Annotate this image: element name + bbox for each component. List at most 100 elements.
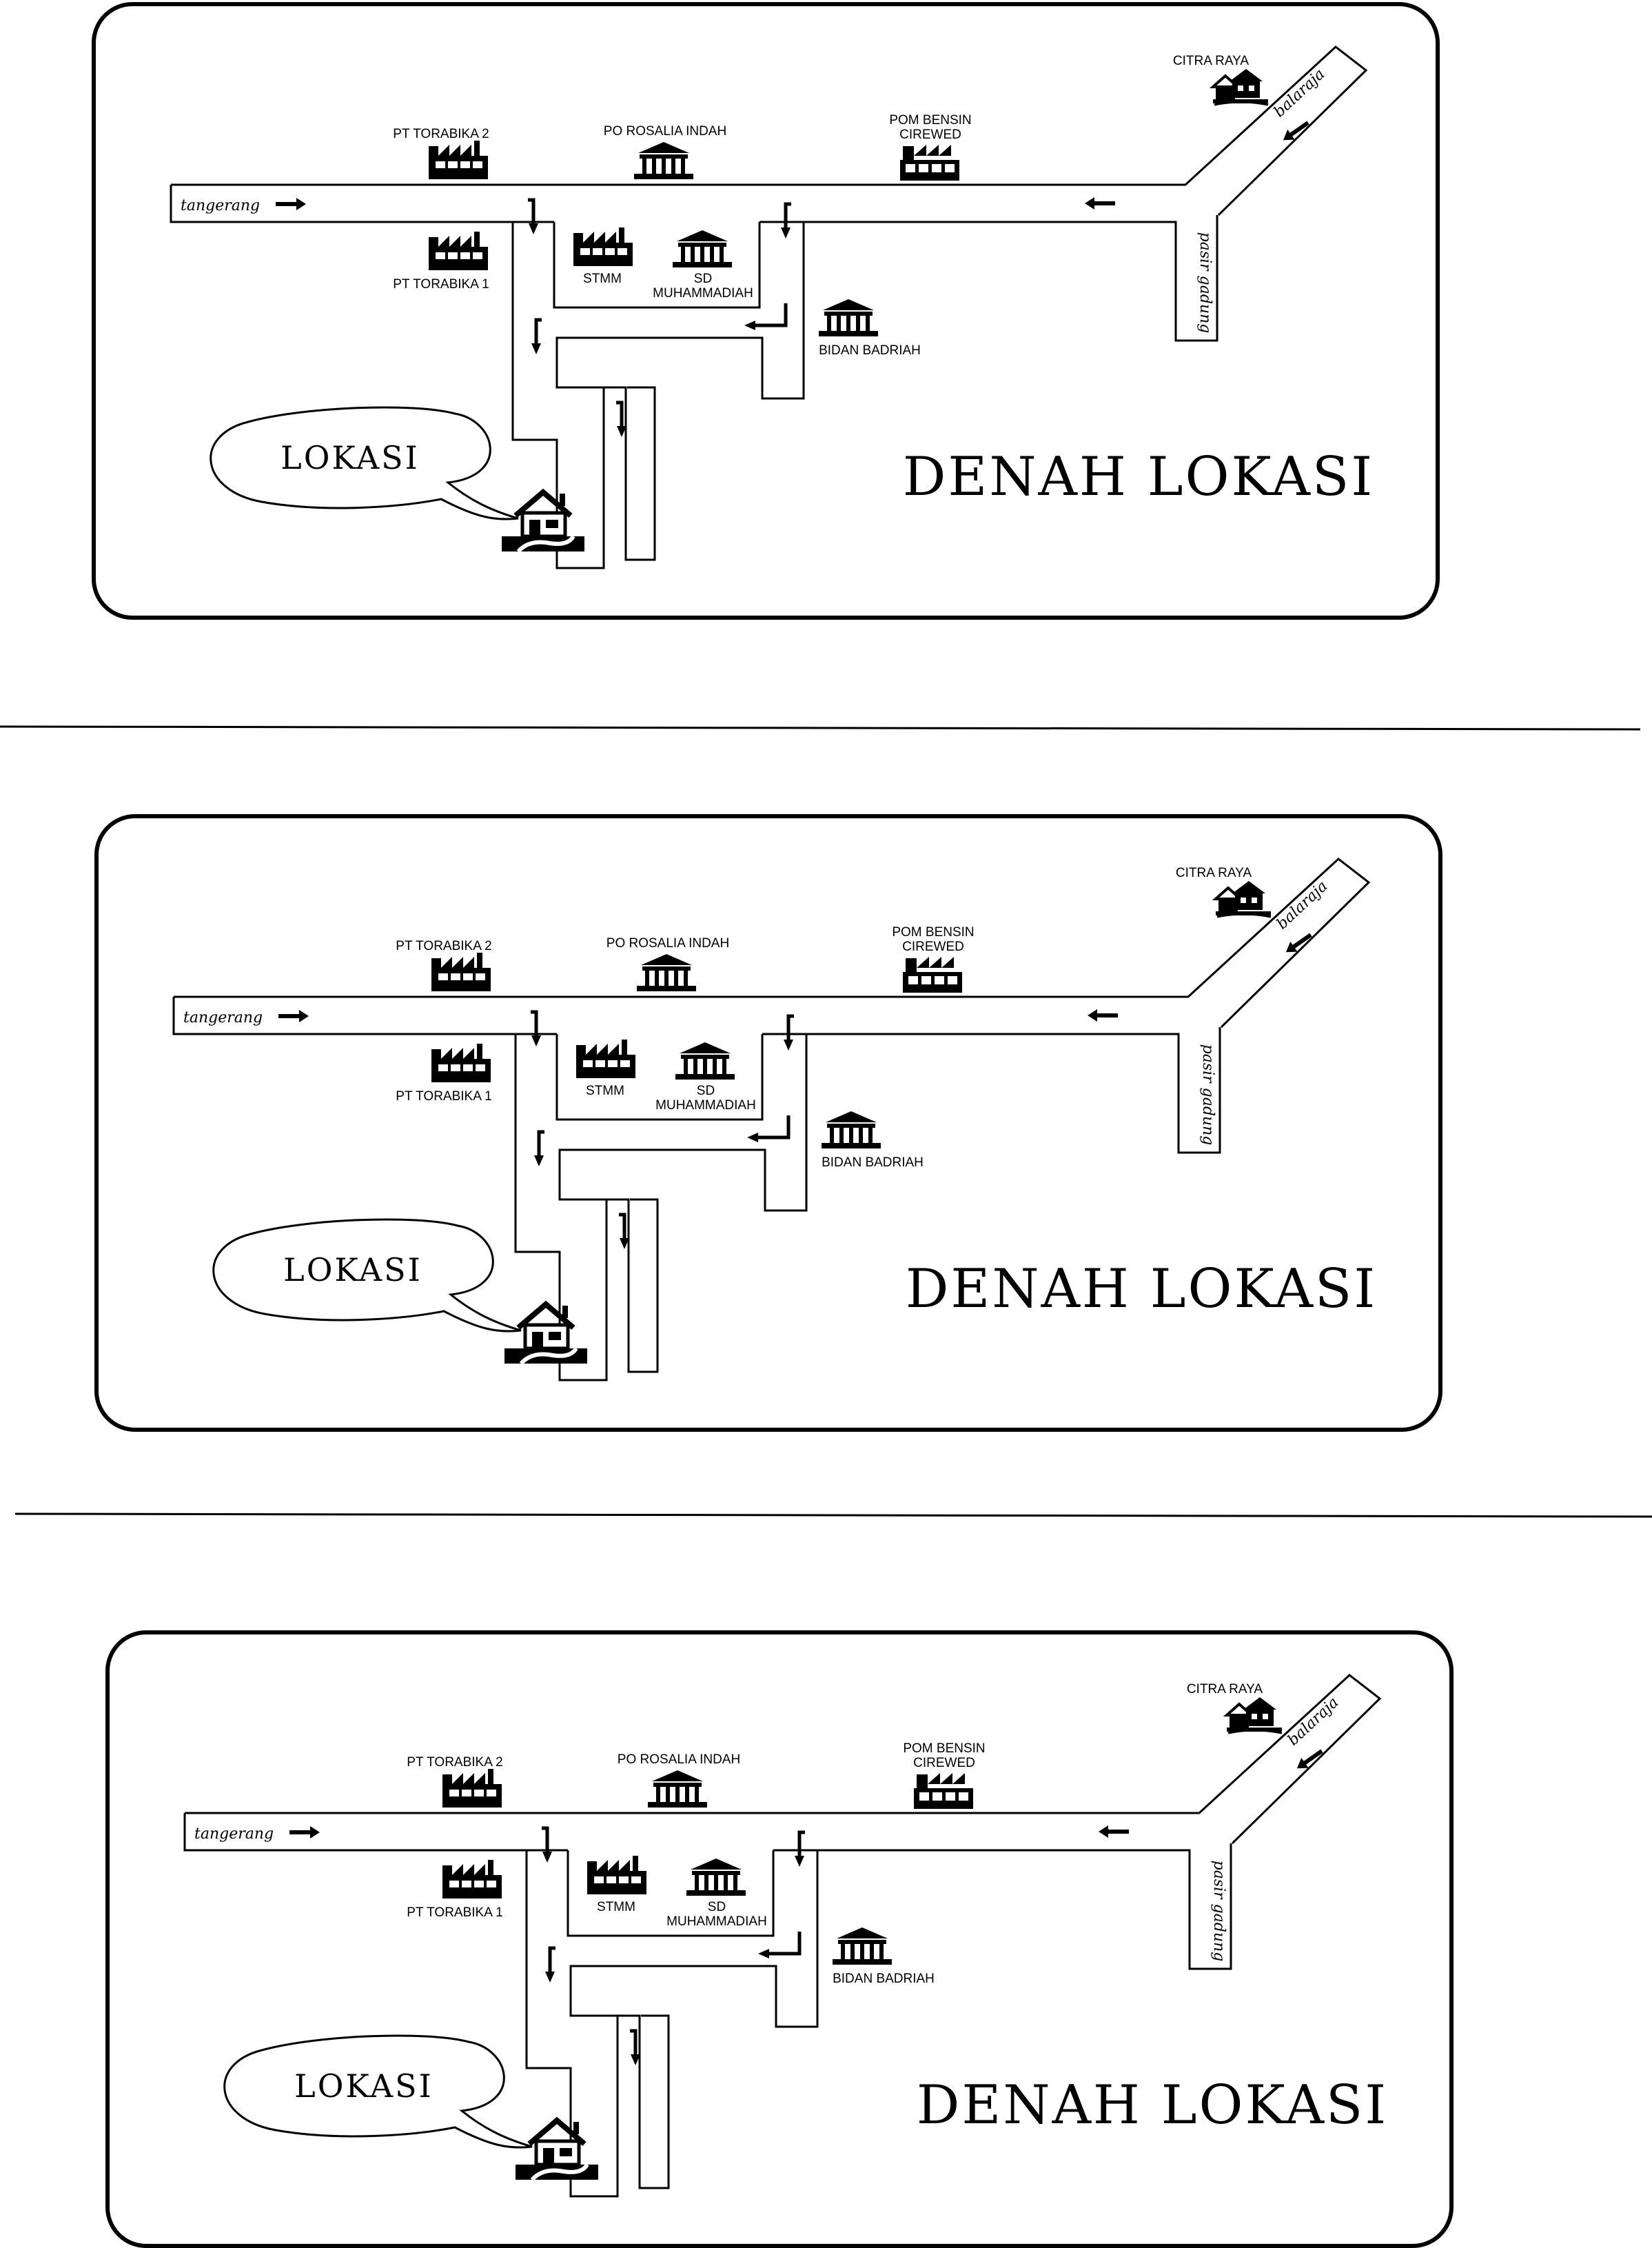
building-icon — [637, 954, 696, 991]
map-frame — [92, 2, 1440, 620]
building-icon — [648, 1770, 707, 1807]
label-pt-torabika-2: PT TORABIKA 2 — [407, 1755, 502, 1770]
main-road-north-edge — [185, 1674, 1382, 1845]
label-pt-torabika-1: PT TORABIKA 1 — [393, 277, 489, 292]
label-pom-bensin: POM BENSIN — [892, 925, 974, 940]
turn-arrow-5-icon — [744, 303, 788, 330]
arrow-from-tangerang-icon — [276, 198, 306, 210]
label-pt-torabika-1: PT TORABIKA 1 — [407, 1905, 502, 1920]
map-frame — [105, 1630, 1454, 2248]
road-label-tangerang: tangerang — [194, 1825, 274, 1843]
road-label-tangerang: tangerang — [183, 1009, 263, 1026]
map-title: DENAH LOKASI — [917, 2074, 1388, 2136]
factory-icon — [431, 953, 491, 991]
label-po-rosalia-indah: PO ROSALIA INDAH — [606, 936, 729, 951]
separator-line-2 — [14, 1512, 1652, 1518]
building-icon — [673, 230, 732, 267]
label-cirewed: CIREWED — [899, 128, 961, 142]
turn-arrow-2-icon — [781, 202, 791, 239]
label-stmm: STMM — [597, 1900, 635, 1914]
turn-arrow-1-icon — [531, 1010, 541, 1046]
building-icon — [686, 1859, 746, 1896]
inner-block — [567, 1850, 775, 1937]
label-pom-bensin: POM BENSIN — [889, 113, 971, 128]
label-pt-torabika-2: PT TORABIKA 2 — [396, 939, 491, 953]
lokasi-speech-bubble — [210, 406, 519, 520]
road-label-pasir-gadung: pasir gadung — [1199, 1044, 1216, 1146]
factory-icon — [587, 1856, 646, 1894]
arrow-from-tangerang-icon — [289, 1826, 320, 1839]
main-road-north-edge — [171, 45, 1368, 216]
arrow-toward-tangerang-icon — [1085, 197, 1115, 210]
gas-station-icon — [900, 145, 959, 181]
road-label-balaraja: balaraja — [1285, 1694, 1343, 1749]
label-pt-torabika-2: PT TORABIKA 2 — [393, 127, 489, 141]
main-road-north-edge — [174, 858, 1371, 1029]
lokasi-bubble-text: LOKASI — [294, 2067, 434, 2105]
lokasi-bubble-text: LOKASI — [283, 1251, 422, 1288]
turn-arrow-2-icon — [795, 1830, 805, 1867]
home-icon — [502, 492, 584, 551]
label-stmm: STMM — [586, 1084, 624, 1098]
building-icon — [819, 299, 878, 336]
turn-arrow-5-icon — [758, 1932, 802, 1958]
arrow-from-tangerang-icon — [278, 1010, 309, 1022]
factory-icon — [431, 1044, 491, 1082]
factory-icon — [429, 232, 488, 270]
label-po-rosalia-indah: PO ROSALIA INDAH — [604, 124, 726, 139]
lokasi-bubble-text: LOKASI — [281, 439, 420, 476]
main-road-south-edge-west — [172, 997, 1221, 1381]
label-muhammadiah: MUHAMMADIAH — [666, 1914, 767, 1929]
home-icon — [504, 1304, 587, 1364]
building-icon — [822, 1111, 881, 1148]
label-stmm: STMM — [583, 272, 622, 286]
lokasi-speech-bubble — [223, 2034, 533, 2149]
label-pt-torabika-1: PT TORABIKA 1 — [396, 1089, 491, 1104]
separator-line-1 — [0, 725, 1641, 731]
label-cirewed: CIREWED — [913, 1756, 975, 1770]
turn-arrow-4-icon — [619, 1213, 629, 1249]
arrow-toward-tangerang-icon — [1088, 1009, 1118, 1022]
gas-station-icon — [914, 1773, 973, 1809]
turn-arrow-1-icon — [542, 1826, 552, 1863]
label-citra-raya: CITRA RAYA — [1176, 866, 1252, 880]
label-bidan-badriah: BIDAN BADRIAH — [833, 1972, 935, 1986]
arrow-toward-tangerang-icon — [1099, 1825, 1129, 1838]
road-label-tangerang: tangerang — [181, 197, 260, 214]
houses-icon — [1214, 880, 1272, 918]
turn-arrow-3-icon — [534, 1130, 544, 1166]
turn-arrow-1-icon — [528, 198, 538, 234]
home-icon — [516, 2120, 598, 2180]
turn-arrow-4-icon — [630, 2029, 640, 2065]
gas-station-icon — [903, 957, 962, 993]
map-title: DENAH LOKASI — [903, 446, 1374, 508]
turn-arrow-3-icon — [531, 318, 542, 354]
building-icon — [634, 142, 693, 179]
label-bidan-badriah: BIDAN BADRIAH — [822, 1155, 924, 1170]
houses-icon — [1212, 68, 1269, 106]
map-frame — [94, 814, 1442, 1432]
turn-arrow-4-icon — [616, 401, 626, 437]
factory-icon — [442, 1769, 502, 1807]
turn-arrow-5-icon — [747, 1115, 791, 1142]
turn-arrow-2-icon — [784, 1014, 794, 1051]
factory-icon — [573, 227, 633, 266]
arrow-from-balaraja-icon — [1282, 929, 1315, 958]
road-label-balaraja: balaraja — [1271, 65, 1329, 121]
map-title: DENAH LOKASI — [906, 1258, 1377, 1320]
label-sd: SD — [697, 1084, 715, 1098]
label-citra-raya: CITRA RAYA — [1173, 54, 1249, 68]
houses-icon — [1225, 1696, 1283, 1734]
turn-arrow-3-icon — [545, 1946, 555, 1983]
label-citra-raya: CITRA RAYA — [1187, 1682, 1263, 1697]
factory-icon — [576, 1040, 635, 1078]
main-road-south-edge-west — [170, 185, 1218, 569]
label-sd: SD — [694, 272, 712, 286]
building-icon — [833, 1927, 892, 1965]
label-po-rosalia-indah: PO ROSALIA INDAH — [618, 1752, 740, 1767]
building-icon — [675, 1042, 735, 1080]
